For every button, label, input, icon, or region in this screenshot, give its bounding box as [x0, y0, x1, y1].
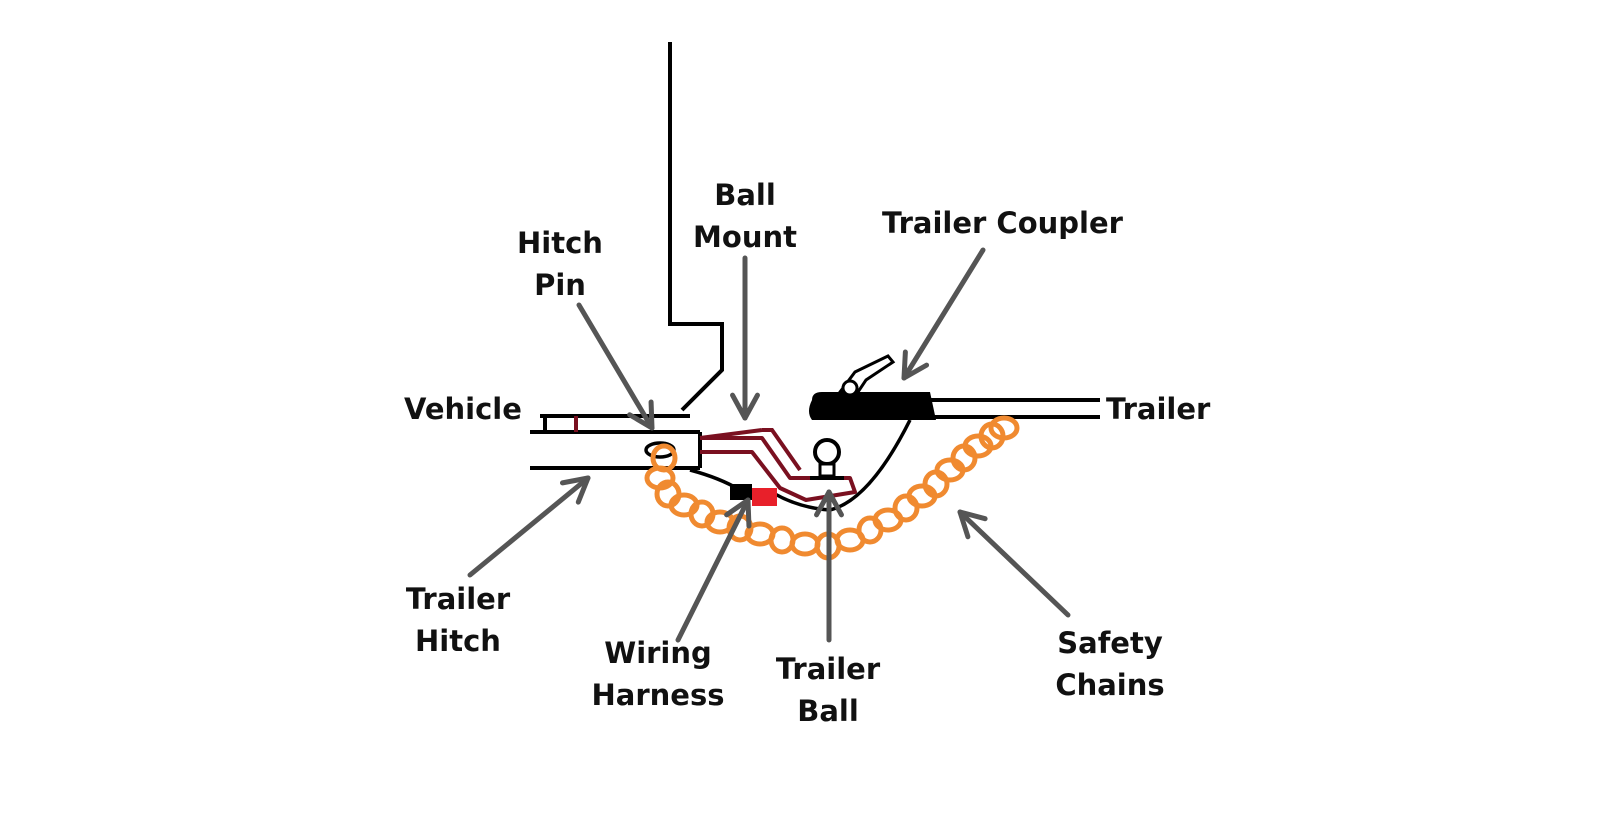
arrows: [467, 247, 1071, 643]
vehicle-body-outline: [668, 42, 724, 412]
arrow-wiring-harness: [675, 497, 751, 643]
label-trailer-coupler: Trailer Coupler: [882, 206, 1123, 240]
trailer-ball: [810, 438, 844, 480]
label-wiring-harness-line1: Wiring: [604, 636, 712, 670]
label-safety-chains-line1: Safety: [1057, 626, 1163, 660]
arrow-hitch-pin-head: [627, 399, 655, 431]
trailer-tongue: [930, 398, 1100, 419]
arrow-trailer-hitch-head: [559, 475, 591, 505]
label-ball-mount-line1: Ball: [714, 178, 776, 212]
arrow-ball-mount-head: [730, 392, 760, 421]
arrow-safety-chains-head: [957, 509, 988, 540]
label-ball-mount: Ball Mount: [685, 174, 805, 258]
label-trailer-hitch-line2: Hitch: [415, 624, 501, 658]
ball-mount-top: [699, 428, 763, 440]
arrow-trailer-hitch: [467, 475, 591, 578]
arrow-hitch-pin: [576, 302, 655, 431]
arrow-trailer-coupler-head: [901, 349, 930, 381]
label-hitch-pin-line2: Pin: [534, 268, 586, 302]
label-trailer-ball-line2: Ball: [797, 694, 859, 728]
label-wiring-harness: Wiring Harness: [588, 632, 728, 716]
plug-red: [752, 488, 777, 506]
trailer-coupler: [809, 354, 936, 420]
chain-link: [988, 415, 1020, 441]
chain-link: [892, 493, 920, 523]
label-hitch-pin: Hitch Pin: [505, 222, 615, 306]
label-trailer-ball-line1: Trailer: [775, 652, 881, 686]
label-wiring-harness-line2: Harness: [591, 678, 725, 712]
plug-black: [730, 484, 752, 500]
label-safety-chains-line2: Chains: [1055, 668, 1165, 702]
label-trailer-hitch: Trailer Hitch: [398, 578, 518, 662]
label-safety-chains: Safety Chains: [1040, 622, 1180, 706]
arrow-trailer-coupler: [901, 247, 986, 381]
label-trailer-hitch-line1: Trailer: [405, 582, 511, 616]
arrow-trailer-ball-head: [814, 489, 844, 518]
label-trailer: Trailer: [1106, 392, 1211, 426]
label-hitch-pin-line1: Hitch: [517, 226, 603, 260]
arrow-safety-chains: [957, 509, 1071, 618]
ball-mount-shank: [762, 428, 802, 472]
label-ball-mount-line2: Mount: [693, 220, 797, 254]
chain-link: [768, 525, 796, 555]
ball-mount: [700, 436, 857, 502]
label-vehicle: Vehicle: [404, 392, 522, 426]
label-trailer-ball: Trailer Ball: [768, 648, 888, 732]
chain-link: [789, 531, 821, 557]
arrow-wiring-harness-head: [724, 497, 752, 529]
